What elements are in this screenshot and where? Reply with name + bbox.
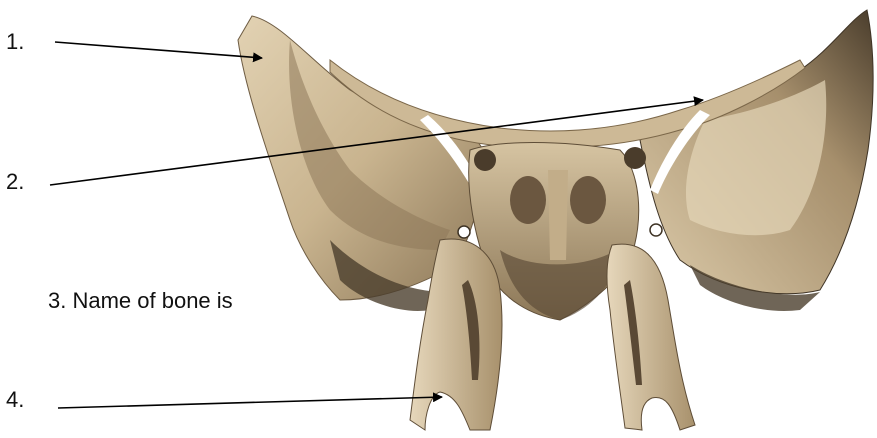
- label-1: 1.: [6, 31, 24, 53]
- label-4: 4.: [6, 389, 24, 411]
- arrow-1: [55, 42, 262, 58]
- label-2: 2.: [6, 171, 24, 193]
- label-3-bone-name-prompt: 3. Name of bone is: [48, 290, 233, 312]
- arrow-2: [50, 100, 703, 185]
- arrow-4: [58, 397, 442, 408]
